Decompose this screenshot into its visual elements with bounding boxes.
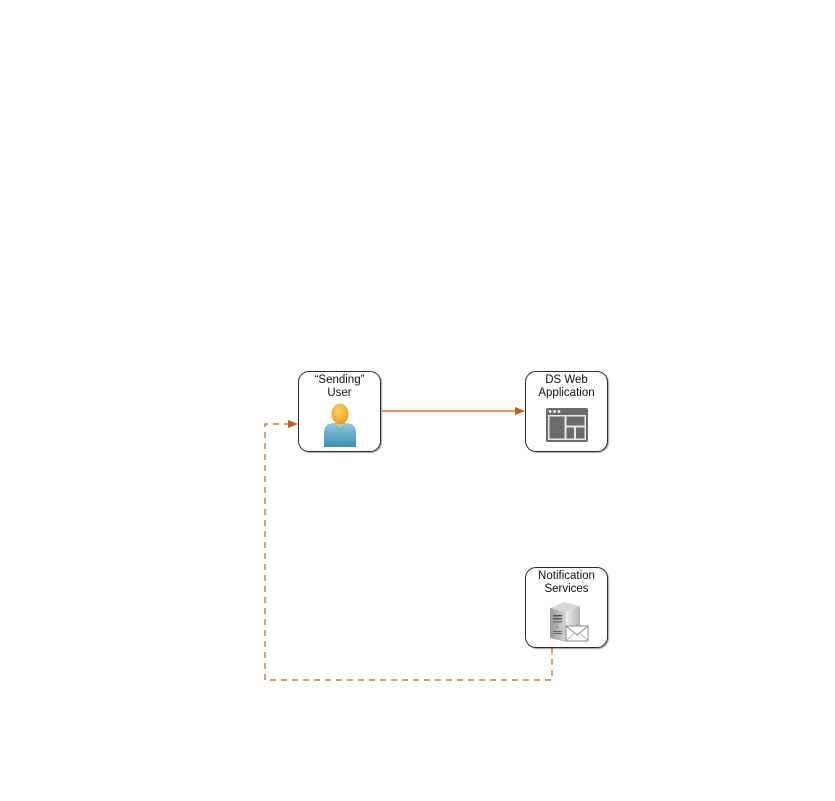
web-application-icon xyxy=(545,408,588,442)
node-ds-web-application[interactable]: DS Web Application xyxy=(525,371,608,452)
node-label-line: Application xyxy=(538,387,595,399)
node-sending-user[interactable]: “Sending” User xyxy=(298,371,381,452)
user-icon xyxy=(323,403,356,447)
node-label-line: Services xyxy=(544,583,589,595)
node-label-line: Notification xyxy=(538,570,595,582)
node-label-line: User xyxy=(327,387,352,399)
edge-notification-to-user[interactable] xyxy=(264,420,553,681)
node-label: Notification Services xyxy=(526,570,607,596)
mail-server-icon xyxy=(549,602,588,642)
node-label-line: DS Web xyxy=(545,374,588,386)
node-label: DS Web Application xyxy=(526,374,607,400)
node-label: “Sending” User xyxy=(299,374,380,400)
node-notification-services[interactable]: Notification Services xyxy=(525,567,608,648)
node-label-line: “Sending” xyxy=(314,374,365,386)
